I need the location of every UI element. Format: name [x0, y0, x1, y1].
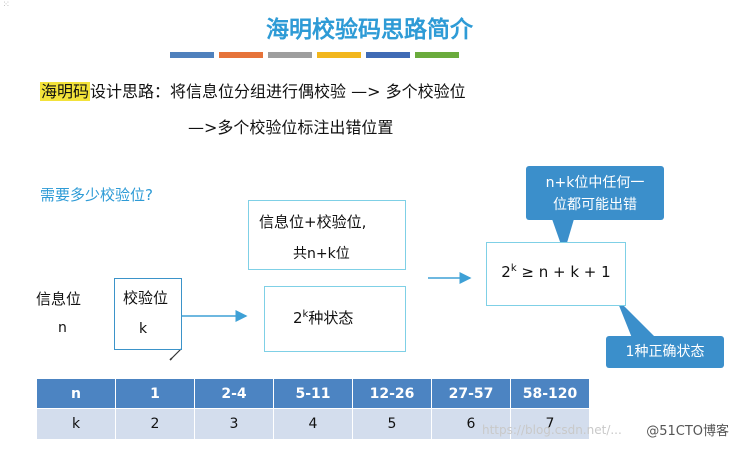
callout-any-bit-error: n+k位中任何一 位都可能出错: [526, 166, 664, 220]
states-base: 2: [293, 309, 303, 327]
callout-one-correct-state: 1种正确状态: [606, 336, 724, 368]
title-bar-3: [268, 52, 312, 58]
callout-top-line-1: n+k位中任何一: [545, 175, 645, 191]
check-bit-box: 校验位 k: [114, 278, 182, 350]
faint-watermark: https://blog.csdn.net/...: [482, 423, 622, 437]
question-text: 需要多少校验位?: [40, 186, 153, 204]
side-watermark: ⁙: [0, 0, 10, 8]
inequality-text: 2k ≥ n + k + 1: [487, 263, 625, 281]
states-label: 种状态: [308, 309, 354, 327]
table-cell: 1: [115, 378, 195, 409]
info-bit-label: 信息位: [36, 290, 82, 308]
table-cell: 6: [431, 408, 511, 440]
table-cell: 27-57: [431, 378, 511, 409]
table-cell: k: [36, 408, 116, 440]
n-k-table: n 1 2-4 5-11 12-26 27-57 58-120 k 2 3 4 …: [36, 378, 590, 440]
intro-line-2: —>多个校验位标注出错位置: [188, 118, 394, 137]
states-box: 2k种状态: [264, 286, 406, 352]
title-bar-4: [317, 52, 361, 58]
total-bits-line-1: 信息位+校验位,: [259, 213, 367, 231]
total-bits-box: 信息位+校验位, 共n+k位: [248, 200, 406, 270]
table-cell: 5-11: [273, 378, 353, 409]
title-bar-6: [415, 52, 459, 58]
inequality-rest: ≥ n + k + 1: [516, 263, 611, 281]
inequality-exp: k: [510, 263, 517, 274]
total-bits-line-2: 共n+k位: [293, 246, 350, 262]
callout-top-tail: [552, 219, 574, 253]
table-cell: 5: [352, 408, 432, 440]
title-bar-5: [366, 52, 410, 58]
intro-line-1: 海明码设计思路：将信息位分组进行偶校验 —> 多个校验位: [40, 78, 466, 102]
table-cell: 2: [115, 408, 195, 440]
check-bit-label: 校验位: [123, 289, 169, 307]
highlight-term: 海明码: [40, 82, 91, 101]
table-header-row: n 1 2-4 5-11 12-26 27-57 58-120: [36, 378, 590, 409]
title-bar-2: [219, 52, 263, 58]
table-cell: 2-4: [194, 378, 274, 409]
table-cell: 58-120: [510, 378, 590, 409]
info-bit-n: n: [58, 320, 67, 336]
inequality-base: 2: [501, 263, 511, 281]
pencil-icon: [169, 348, 182, 361]
table-row: k 2 3 4 5 6 7: [36, 408, 590, 440]
table-cell: 7: [510, 408, 590, 440]
inequality-box: 2k ≥ n + k + 1: [486, 242, 626, 306]
table-cell: 12-26: [352, 378, 432, 409]
table-cell: 4: [273, 408, 353, 440]
page-title: 海明校验码思路简介: [266, 17, 473, 43]
states-text: 2k种状态: [293, 307, 353, 328]
table-cell: n: [36, 378, 116, 409]
title-bar-1: [170, 52, 214, 58]
table-cell: 3: [194, 408, 274, 440]
callout-top-line-2: 位都可能出错: [553, 197, 637, 213]
callout-bottom-tail: [616, 298, 656, 338]
watermark: @51CTO博客: [646, 424, 729, 439]
check-bit-k: k: [139, 321, 148, 337]
intro-line-1-text: 设计思路：将信息位分组进行偶校验 —> 多个校验位: [90, 82, 466, 101]
states-exp: k: [302, 309, 309, 320]
